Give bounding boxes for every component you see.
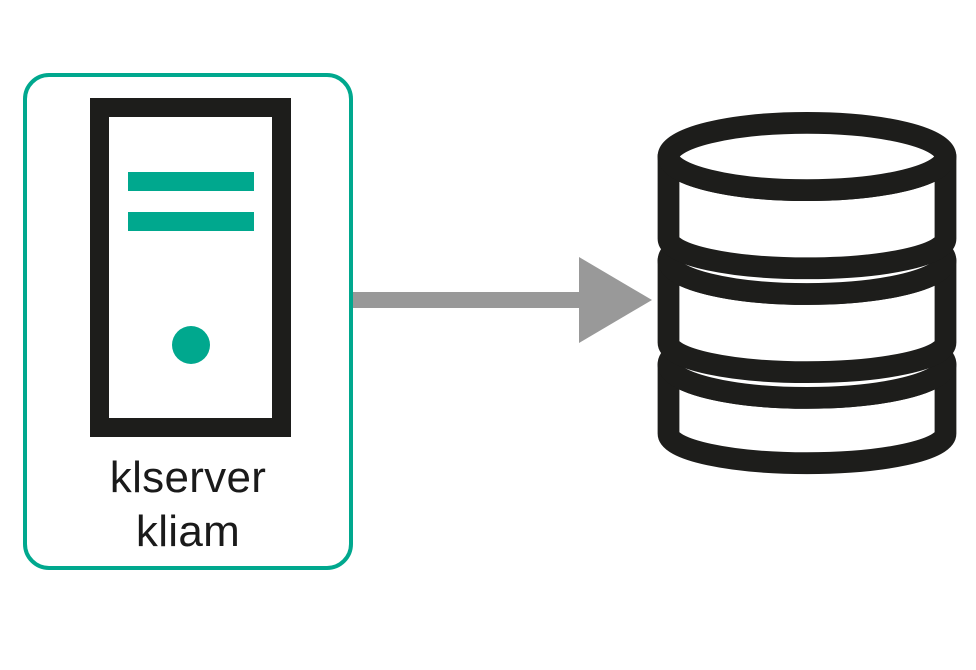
arrow-shaft [353, 292, 585, 308]
server-slot-bar-bottom [128, 212, 254, 231]
server-power-dot [172, 326, 210, 364]
server-node: klserver kliam [23, 73, 353, 570]
server-slot-bar-top [128, 172, 254, 191]
server-label-line1: klserver [109, 453, 267, 502]
arrow-right-icon [353, 257, 652, 343]
server-tower-icon [90, 98, 291, 437]
database-icon [657, 112, 957, 475]
arrow-head [579, 257, 652, 343]
server-label: klserver kliam [27, 451, 349, 559]
server-label-line2: kliam [135, 507, 241, 556]
database-disk-top [657, 112, 957, 280]
